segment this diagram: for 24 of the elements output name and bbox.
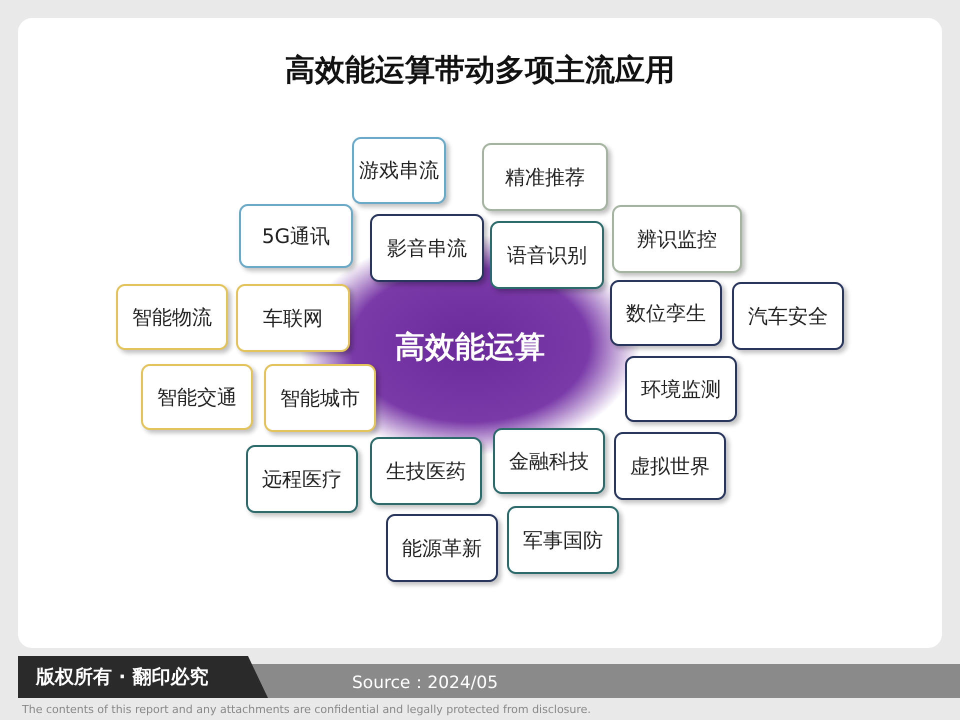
application-box: 军事国防 (507, 506, 619, 574)
copyright-banner: 版权所有 · 翻印必究 (18, 656, 268, 698)
application-box: 生技医药 (370, 437, 482, 505)
application-box: 语音识别 (490, 221, 604, 289)
application-box: 智能物流 (116, 284, 228, 350)
application-box: 智能交通 (141, 364, 253, 430)
application-box: 辨识监控 (612, 205, 742, 273)
application-box: 5G通讯 (239, 204, 353, 268)
application-box: 远程医疗 (246, 445, 358, 513)
application-box: 数位孪生 (610, 280, 722, 346)
application-box: 智能城市 (264, 364, 376, 432)
title: 高效能运算带动多项主流应用 (284, 52, 676, 90)
application-box: 环境监测 (625, 356, 737, 422)
source-note: Source：2024/05 (352, 672, 498, 694)
application-box: 车联网 (236, 284, 350, 352)
application-box: 虚拟世界 (614, 432, 726, 500)
application-box: 汽车安全 (732, 282, 844, 350)
application-box: 金融科技 (493, 428, 605, 494)
hub-label: 高效能运算 (394, 329, 546, 367)
application-box: 精准推荐 (482, 143, 608, 211)
application-box: 游戏串流 (352, 137, 446, 204)
disclaimer-text: The contents of this report and any attachments are confidential and legally protected from disclosure. (22, 703, 591, 716)
application-box: 影音串流 (370, 214, 484, 282)
application-box: 能源革新 (386, 514, 498, 582)
